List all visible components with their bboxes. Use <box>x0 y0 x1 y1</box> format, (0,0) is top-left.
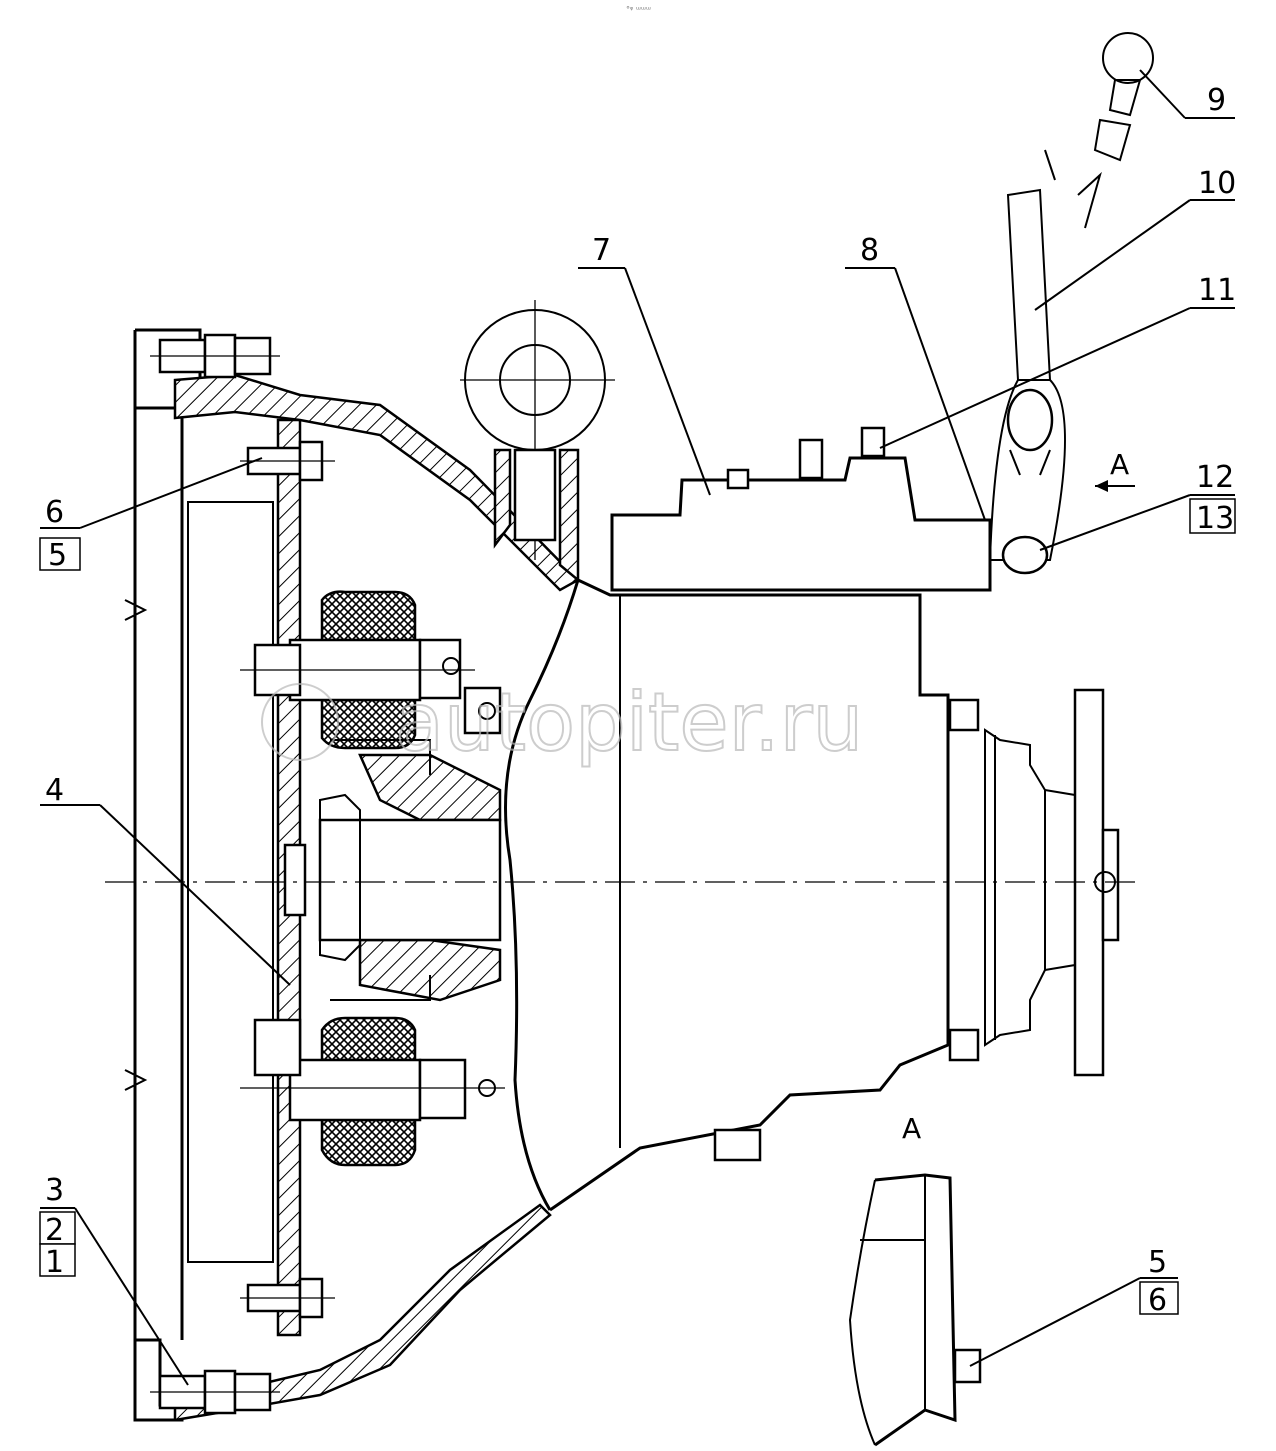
lifting-eye <box>460 300 615 583</box>
elastic-coupling <box>240 590 505 1167</box>
bottom-housing-bolt <box>150 1369 280 1415</box>
callout-2: 2 <box>45 1213 64 1248</box>
detail-view-a <box>848 1173 982 1447</box>
callout-11: 11 <box>1198 273 1236 308</box>
top-housing-bolt <box>150 333 280 379</box>
view-arrow-label: A <box>1110 448 1129 481</box>
detail-callout-5: 5 <box>1148 1245 1167 1280</box>
callout-10: 10 <box>1198 166 1236 201</box>
callout-1: 1 <box>45 1245 64 1280</box>
output-flange <box>948 688 1120 1077</box>
flywheel-housing <box>124 328 274 1422</box>
lower-screw-6 <box>240 1277 335 1319</box>
watermark: autopiter.ru <box>395 676 863 769</box>
gear-shift-lever <box>988 32 1154 575</box>
callout-13: 13 <box>1196 501 1234 536</box>
callout-8: 8 <box>860 233 879 268</box>
callout-12: 12 <box>1196 460 1234 495</box>
callout-4: 4 <box>45 773 64 808</box>
upper-screw-6 <box>240 440 335 482</box>
gearbox-housing <box>504 426 992 1212</box>
callout-6: 6 <box>45 495 64 530</box>
callout-7: 7 <box>592 233 611 268</box>
detail-callout-6: 6 <box>1148 1283 1167 1318</box>
watermark-logo <box>261 683 339 761</box>
leader-lines <box>39 69 1236 1386</box>
callout-9: 9 <box>1207 83 1226 118</box>
callout-5: 5 <box>48 538 67 573</box>
callout-3: 3 <box>45 1173 64 1208</box>
header-mark: °ᵠ ᵚᵚᵚ <box>626 5 651 14</box>
detail-view-title: A <box>902 1112 921 1145</box>
